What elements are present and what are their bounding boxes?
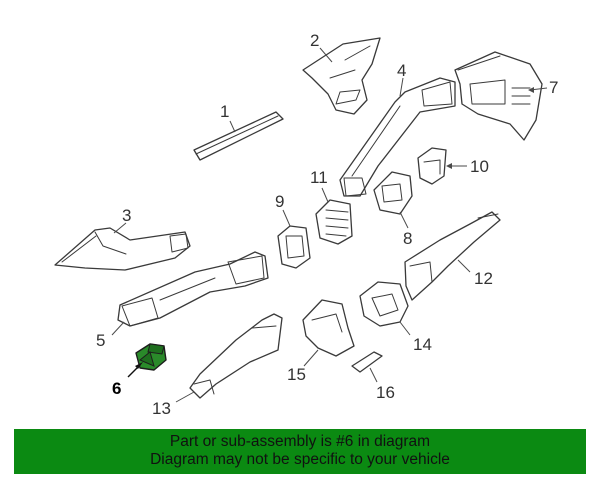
part-3-left-duct [54,227,191,271]
part-5-lower-duct [117,251,269,327]
callout-8: 8 [399,211,412,248]
part-6-highlighted [135,343,167,371]
callout-7: 7 [528,78,558,97]
part-1-duct-strip [193,111,284,161]
banner-line-2: Diagram may not be specific to your vehi… [150,451,450,468]
callout-11: 11 [310,168,329,203]
callout-label-8: 8 [403,229,412,248]
callout-14: 14 [399,321,432,354]
callout-label-1: 1 [220,102,229,121]
callout-1: 1 [220,102,236,133]
callout-4: 4 [397,61,406,97]
callout-5: 5 [96,321,125,350]
part-13-lower-duct [189,313,283,399]
part-2-vent-housing [302,37,381,115]
part-4-diagonal-duct [339,77,456,197]
callout-15: 15 [287,349,319,384]
callout-label-7: 7 [549,78,558,97]
callout-3: 3 [113,206,131,234]
part-14-round-vent [359,281,409,327]
callout-label-5: 5 [96,331,105,350]
callout-label-4: 4 [397,61,406,80]
part-12-angled-duct [404,211,501,301]
part-15-lower-housing [302,299,355,357]
info-banner: Part or sub-assembly is #6 in diagram Di… [14,429,586,474]
callout-2: 2 [310,31,333,63]
part-10-bracket [417,147,447,185]
callout-9: 9 [275,192,291,227]
callout-label-3: 3 [122,206,131,225]
part-7-right-housing [454,51,543,141]
callout-label-10: 10 [470,157,489,176]
callout-label-16: 16 [376,383,395,402]
callout-10: 10 [446,157,489,176]
callout-12: 12 [457,259,493,288]
part-9-vent-frame [277,225,311,269]
callout-label-6: 6 [112,379,121,398]
callout-6: 6 [112,362,143,398]
callout-16: 16 [369,367,395,402]
callout-13: 13 [152,391,195,418]
callout-label-13: 13 [152,399,171,418]
callout-label-9: 9 [275,192,284,211]
banner-line-1: Part or sub-assembly is #6 in diagram [169,433,431,450]
part-16-small-bar [351,351,383,373]
part-8-vent-block [373,171,413,215]
callout-label-11: 11 [310,168,328,187]
callout-label-2: 2 [310,31,319,50]
callout-label-14: 14 [413,335,432,354]
part-11-grille [315,199,353,245]
callout-label-12: 12 [474,269,493,288]
callout-label-15: 15 [287,365,306,384]
